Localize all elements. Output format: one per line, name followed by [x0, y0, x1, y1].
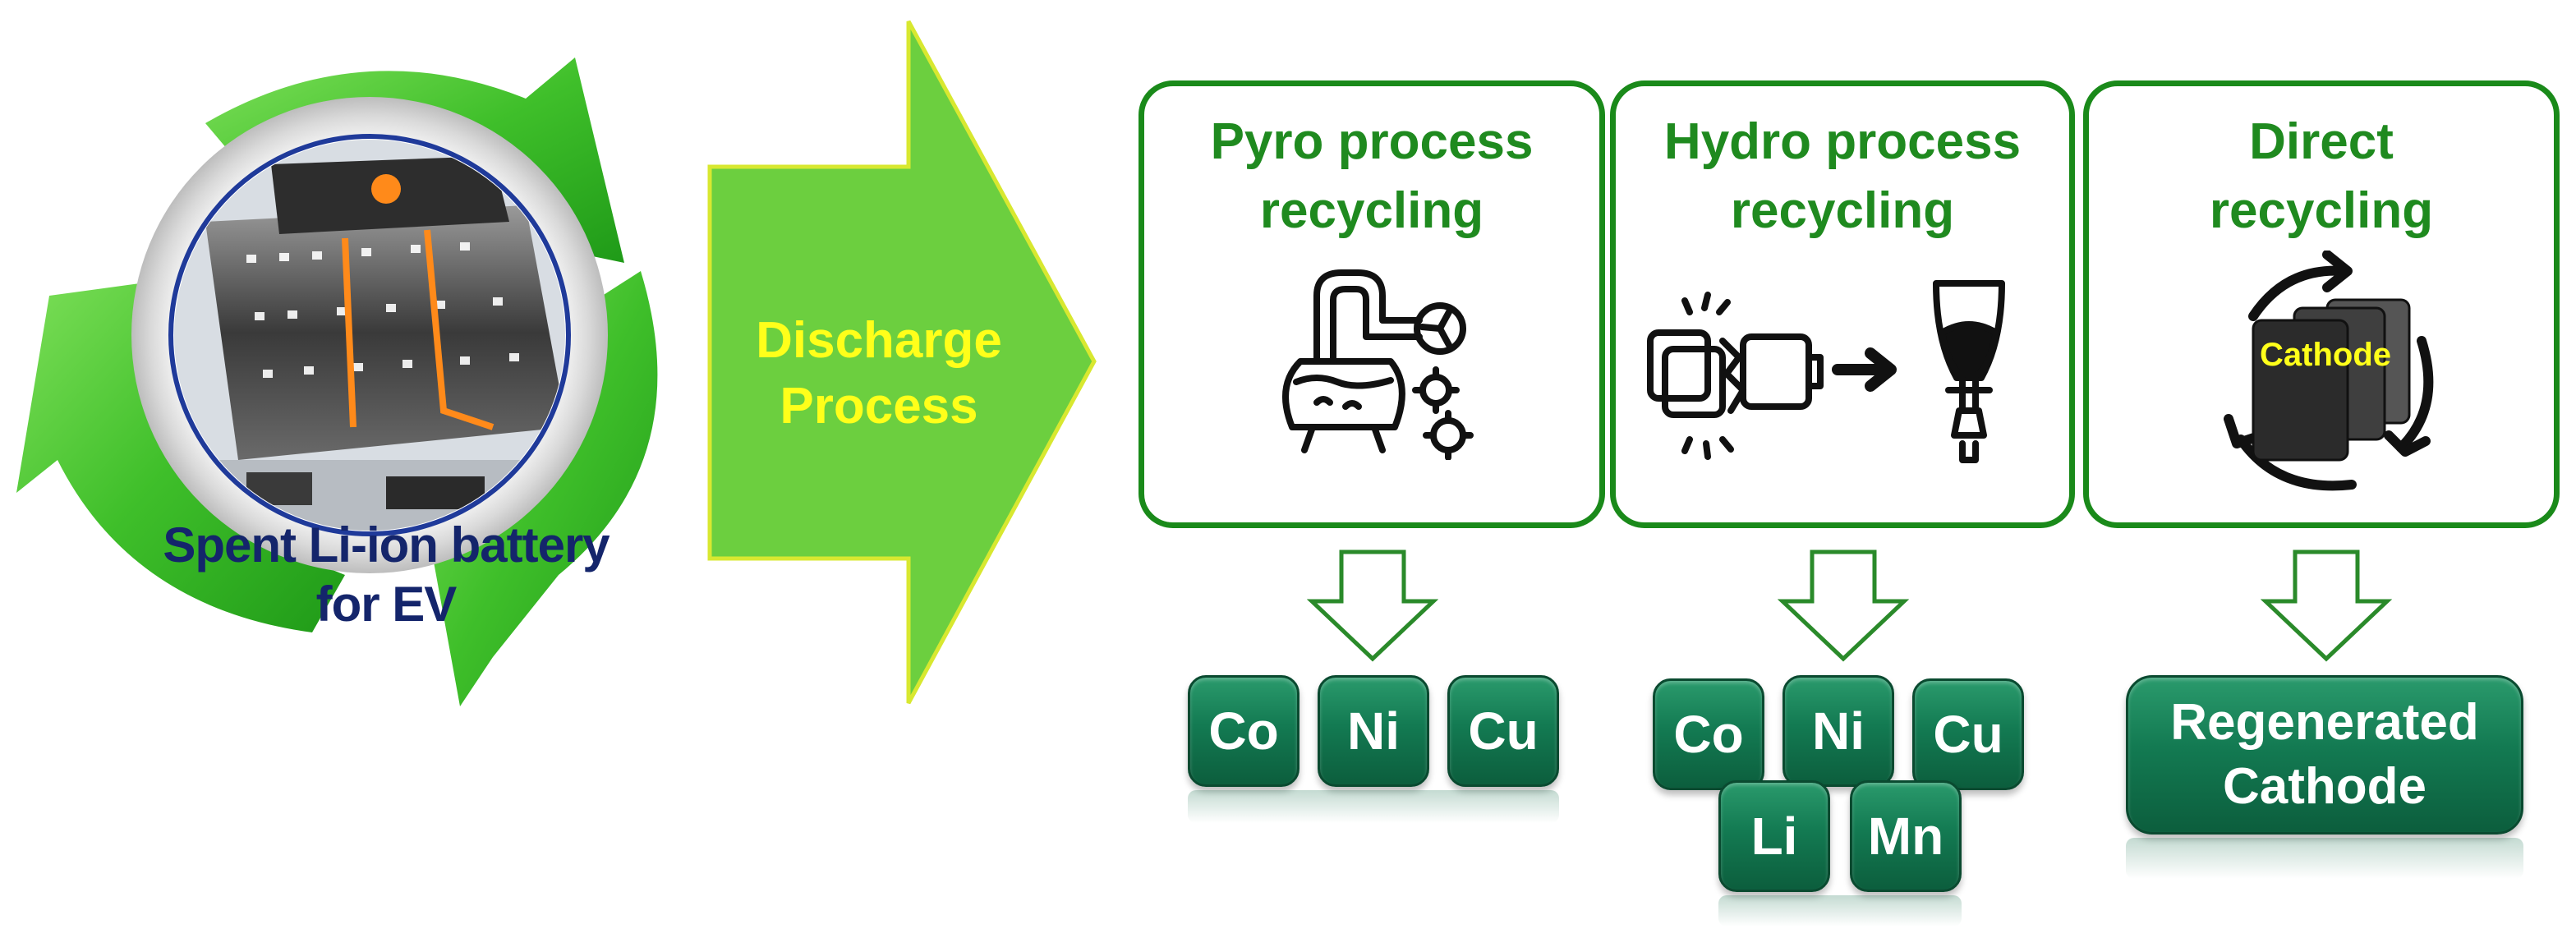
hydro-output-co: Co [1653, 678, 1764, 790]
regenerated-line2: Cathode [2223, 758, 2426, 815]
hydro-output-li: Li [1718, 780, 1830, 892]
regenerated-reflection [2126, 838, 2523, 879]
battery-label-line2: for EV [315, 577, 458, 632]
pyro-output-co: Co [1188, 675, 1300, 787]
pyro-output-ni: Ni [1318, 675, 1429, 787]
direct-recycling-panel: Direct recycling Cathode [2083, 80, 2560, 528]
cathode-cycle-icon [2224, 251, 2434, 491]
hydro-output-ni: Ni [1782, 675, 1894, 787]
pyro-down-arrow-icon [1307, 549, 1438, 662]
direct-title-line2: recycling [2209, 182, 2434, 239]
pyro-output-cu: Cu [1447, 675, 1559, 787]
direct-title-line1: Direct [2249, 113, 2394, 170]
battery-label: Spent Li-ion battery for EV [107, 516, 665, 634]
hydro-title-line1: Hydro process [1663, 113, 2022, 170]
direct-down-arrow-icon [2261, 549, 2392, 662]
pyro-process-panel: Pyro process recycling [1138, 80, 1605, 528]
broken-battery-funnel-icon [1647, 280, 2005, 463]
pyro-title-line1: Pyro process [1210, 113, 1534, 170]
hydro-tiles-reflection [1718, 895, 1962, 927]
hydro-title-line2: recycling [1730, 182, 1955, 239]
cathode-label: Cathode [2260, 337, 2391, 373]
pyro-process-title: Pyro process recycling [1144, 108, 1599, 246]
direct-recycling-title: Direct recycling [2089, 108, 2554, 246]
discharge-line1: Discharge [756, 312, 1002, 369]
furnace-gears-icon [1282, 269, 1474, 460]
pyro-title-line2: recycling [1259, 182, 1484, 239]
discharge-arrow-icon [707, 20, 1097, 705]
hydro-output-mn: Mn [1850, 780, 1962, 892]
pyro-tiles-reflection [1188, 790, 1559, 823]
hydro-process-title: Hydro process recycling [1616, 108, 2069, 246]
discharge-process-label: Discharge Process [715, 308, 1043, 439]
recycle-symbol-icon [16, 57, 658, 706]
battery-label-line1: Spent Li-ion battery [163, 517, 610, 572]
discharge-line2: Process [780, 378, 978, 435]
hydro-output-cu: Cu [1912, 678, 2024, 790]
hydro-process-panel: Hydro process recycling [1610, 80, 2075, 528]
regenerated-cathode-box: Regenerated Cathode [2126, 675, 2523, 835]
hydro-down-arrow-icon [1778, 549, 1909, 662]
regenerated-line1: Regenerated [2170, 694, 2479, 751]
